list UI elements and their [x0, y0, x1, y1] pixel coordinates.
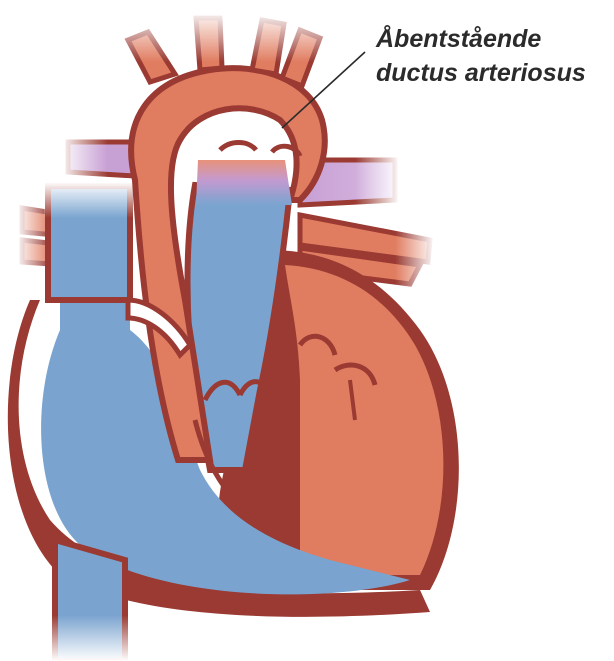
ductus-label-line-2: ductus arteriosus	[376, 56, 612, 90]
patent-ductus-arteriosus	[196, 143, 300, 206]
inferior-vena-cava	[50, 540, 130, 661]
ductus-label-line-1: Åbentstående	[376, 22, 612, 56]
superior-vena-cava	[44, 182, 136, 300]
ductus-label: Åbentstående ductus arteriosus	[376, 22, 612, 90]
